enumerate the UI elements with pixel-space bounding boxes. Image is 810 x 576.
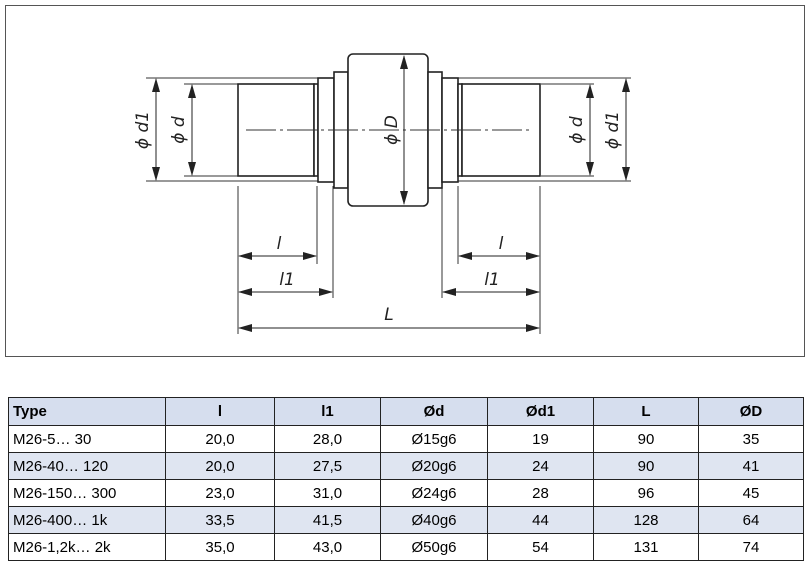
- cell-d1: 28: [487, 479, 594, 507]
- table-row: M26-40… 120 20,0 27,5 Ø20g6 24 90 41: [8, 452, 804, 480]
- cell-l1: 31,0: [274, 479, 381, 507]
- d1-right-label: ϕ d1: [603, 111, 623, 149]
- header-type: Type: [8, 397, 166, 426]
- cell-type: M26-40… 120: [8, 452, 166, 480]
- cell-d1: 54: [487, 533, 594, 561]
- cell-l: 33,5: [165, 506, 275, 534]
- cell-L: 128: [593, 506, 699, 534]
- cell-l1: 43,0: [274, 533, 381, 561]
- d1-left-label: ϕ d1: [133, 111, 153, 149]
- diameter-dimensions: [152, 55, 630, 205]
- table-row: M26-1,2k… 2k 35,0 43,0 Ø50g6 54 131 74: [8, 533, 804, 561]
- cell-l1: 41,5: [274, 506, 381, 534]
- cell-type: M26-5… 30: [8, 425, 166, 453]
- l-right-label: l: [499, 234, 504, 254]
- cell-d: Ø24g6: [380, 479, 488, 507]
- cell-d: Ø40g6: [380, 506, 488, 534]
- cell-type: M26-150… 300: [8, 479, 166, 507]
- table-row: M26-5… 30 20,0 28,0 Ø15g6 19 90 35: [8, 425, 804, 453]
- cell-L: 90: [593, 425, 699, 453]
- table-row: M26-400… 1k 33,5 41,5 Ø40g6 44 128 64: [8, 506, 804, 534]
- cell-D: 41: [698, 452, 804, 480]
- cell-l1: 27,5: [274, 452, 381, 480]
- header-L: L: [593, 397, 699, 426]
- shaft-drawing: ϕ d1 ϕ d ϕ D ϕ d ϕ d1 l l1 l l1 L: [133, 53, 631, 334]
- cell-type: M26-1,2k… 2k: [8, 533, 166, 561]
- cell-D: 64: [698, 506, 804, 534]
- cell-d: Ø20g6: [380, 452, 488, 480]
- cell-L: 90: [593, 452, 699, 480]
- table-header-row: Type l l1 Ød Ød1 L ØD: [8, 397, 804, 426]
- cell-type: M26-400… 1k: [8, 506, 166, 534]
- cell-D: 35: [698, 425, 804, 453]
- cell-D: 45: [698, 479, 804, 507]
- table-row: M26-150… 300 23,0 31,0 Ø24g6 28 96 45: [8, 479, 804, 507]
- header-d1: Ød1: [487, 397, 594, 426]
- cell-l: 35,0: [165, 533, 275, 561]
- D-label: ϕ D: [382, 115, 402, 145]
- length-dimensions: [238, 252, 540, 332]
- cell-d1: 44: [487, 506, 594, 534]
- d-right-label: ϕ d: [567, 116, 587, 144]
- cell-D: 74: [698, 533, 804, 561]
- cell-d1: 19: [487, 425, 594, 453]
- header-l: l: [165, 397, 275, 426]
- header-l1: l1: [274, 397, 381, 426]
- cell-l: 20,0: [165, 452, 275, 480]
- cell-l: 20,0: [165, 425, 275, 453]
- L-label: L: [384, 305, 393, 325]
- cell-l: 23,0: [165, 479, 275, 507]
- cell-L: 96: [593, 479, 699, 507]
- cell-d: Ø50g6: [380, 533, 488, 561]
- header-d: Ød: [380, 397, 488, 426]
- cell-l1: 28,0: [274, 425, 381, 453]
- cell-L: 131: [593, 533, 699, 561]
- l-left-label: l: [277, 234, 282, 254]
- cell-d: Ø15g6: [380, 425, 488, 453]
- l1-left-label: l1: [279, 270, 295, 290]
- cell-d1: 24: [487, 452, 594, 480]
- technical-drawing: ϕ d1 ϕ d ϕ D ϕ d ϕ d1 l l1 l l1 L: [5, 5, 805, 357]
- header-D: ØD: [698, 397, 804, 426]
- dimensions-table: Type l l1 Ød Ød1 L ØD M26-5… 30 20,0 28,…: [8, 397, 804, 561]
- l1-right-label: l1: [484, 270, 500, 290]
- d-left-label: ϕ d: [169, 116, 189, 144]
